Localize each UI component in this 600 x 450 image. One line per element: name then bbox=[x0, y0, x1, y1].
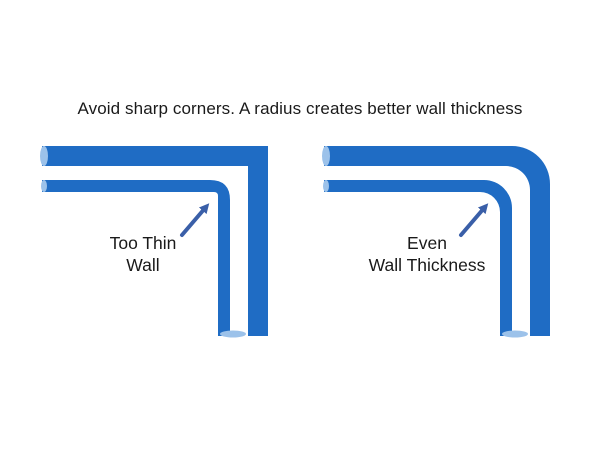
too-thin-wall-label-line2: Wall bbox=[126, 255, 160, 275]
inner-wall-radius bbox=[324, 180, 512, 336]
even-wall-thickness-label-line1: Even bbox=[407, 233, 447, 253]
wall-cut-edge-top-right bbox=[322, 146, 330, 166]
pointer-arrow-right bbox=[459, 203, 489, 237]
wall-cut-edge-top-inner-right bbox=[323, 180, 329, 192]
outer-wall-radius bbox=[324, 146, 550, 336]
even-wall-thickness-label-line2: Wall Thickness bbox=[368, 255, 486, 275]
wall-cut-edge-bottom-right bbox=[502, 330, 528, 338]
sharp-corner-example bbox=[40, 146, 268, 338]
too-thin-wall-label-line1: Too Thin bbox=[109, 233, 177, 253]
pointer-arrow-left bbox=[180, 203, 210, 237]
diagram-heading: Avoid sharp corners. A radius creates be… bbox=[77, 99, 523, 118]
wall-cut-edge-top bbox=[40, 146, 48, 166]
too-thin-wall-label: Too Thin Wall bbox=[88, 232, 198, 276]
radius-corner-example bbox=[322, 146, 550, 338]
wall-cut-edge-top-inner bbox=[41, 180, 47, 192]
wall-cut-edge-bottom bbox=[220, 330, 246, 338]
outer-wall-sharp bbox=[42, 146, 268, 336]
even-wall-thickness-label: Even Wall Thickness bbox=[352, 232, 502, 276]
